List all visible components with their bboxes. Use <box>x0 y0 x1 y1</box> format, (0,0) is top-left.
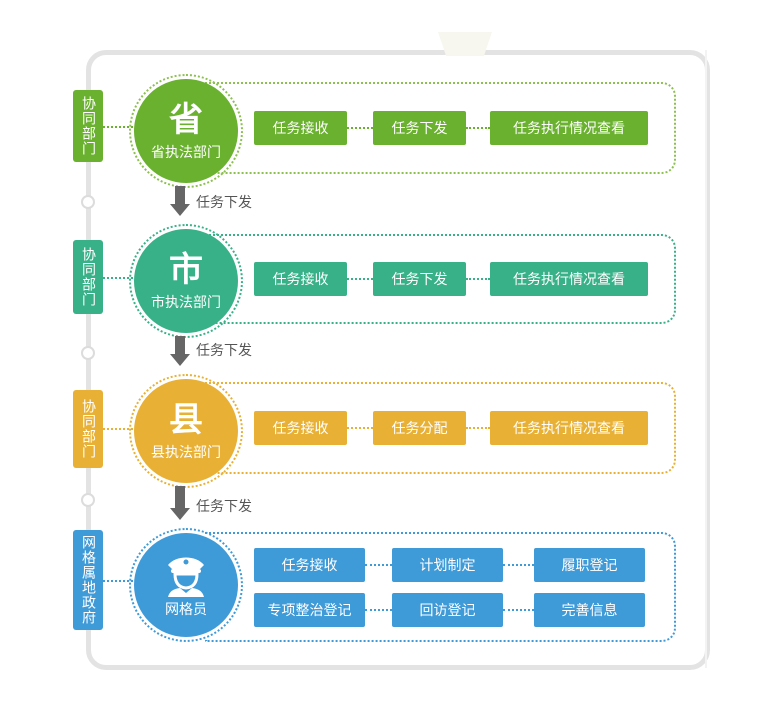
circle-ring-city <box>129 224 243 338</box>
task-status-view-button[interactable]: 任务执行情况查看 <box>490 262 648 296</box>
panel-grid <box>205 532 676 642</box>
level-circle-city: 市 市执法部门 <box>134 229 238 333</box>
connector-dash <box>347 278 373 280</box>
down-arrow-icon <box>170 186 190 218</box>
connector-dash <box>103 428 133 430</box>
task-status-view-button[interactable]: 任务执行情况查看 <box>490 111 648 145</box>
circle-ring-grid <box>129 528 243 642</box>
duty-register-button[interactable]: 履职登记 <box>534 548 645 582</box>
police-officer-icon <box>168 557 204 597</box>
level-title: 网格员 <box>165 602 207 618</box>
connector-dash <box>503 609 534 611</box>
circle-ring-province <box>129 74 243 188</box>
level-title: 县执法部门 <box>151 445 221 461</box>
frame-right-line <box>705 50 707 668</box>
side-label-grid-gov: 网格属地政府 <box>73 530 103 630</box>
timeline-node <box>81 346 95 360</box>
arrow-label: 任务下发 <box>196 195 252 211</box>
revisit-register-button[interactable]: 回访登记 <box>392 593 503 627</box>
task-receive-button[interactable]: 任务接收 <box>254 111 347 145</box>
connector-dash <box>466 127 490 129</box>
circle-ring-county <box>129 374 243 488</box>
level-circle-grid: 网格员 <box>134 533 238 637</box>
connector-dash <box>347 127 373 129</box>
outer-frame <box>86 50 710 670</box>
side-label-coop-city: 协同部门 <box>73 240 103 314</box>
connector-dash <box>103 126 133 128</box>
panel-province <box>205 82 676 174</box>
level-title: 省执法部门 <box>151 145 221 161</box>
level-circle-county: 县 县执法部门 <box>134 379 238 483</box>
connector-dash <box>466 278 490 280</box>
level-title: 市执法部门 <box>151 295 221 311</box>
connector-dash <box>103 580 133 582</box>
side-label-coop-province: 协同部门 <box>73 90 103 162</box>
level-char: 市 <box>169 250 203 290</box>
connector-dash <box>466 427 490 429</box>
task-receive-button[interactable]: 任务接收 <box>254 262 347 296</box>
side-label-coop-county: 协同部门 <box>73 390 103 468</box>
timeline-node <box>81 195 95 209</box>
task-dispatch-button[interactable]: 任务下发 <box>373 262 466 296</box>
connector-dash <box>347 427 373 429</box>
timeline-node <box>81 493 95 507</box>
connector-dash <box>503 564 534 566</box>
level-char: 县 <box>169 400 203 440</box>
arrow-label: 任务下发 <box>196 343 252 359</box>
task-status-view-button[interactable]: 任务执行情况查看 <box>490 411 648 445</box>
level-char: 省 <box>169 100 203 140</box>
task-assign-button[interactable]: 任务分配 <box>373 411 466 445</box>
level-circle-province: 省 省执法部门 <box>134 79 238 183</box>
connector-dash <box>103 277 133 279</box>
plan-making-button[interactable]: 计划制定 <box>392 548 503 582</box>
down-arrow-icon <box>170 486 190 522</box>
frame-top-tab <box>438 32 492 56</box>
connector-dash <box>365 609 392 611</box>
panel-city <box>205 234 676 324</box>
task-receive-button[interactable]: 任务接收 <box>254 548 365 582</box>
task-dispatch-button[interactable]: 任务下发 <box>373 111 466 145</box>
complete-info-button[interactable]: 完善信息 <box>534 593 645 627</box>
special-rectification-register-button[interactable]: 专项整治登记 <box>254 593 365 627</box>
arrow-label: 任务下发 <box>196 499 252 515</box>
down-arrow-icon <box>170 336 190 368</box>
connector-dash <box>365 564 392 566</box>
task-receive-button[interactable]: 任务接收 <box>254 411 347 445</box>
panel-county <box>205 382 676 474</box>
